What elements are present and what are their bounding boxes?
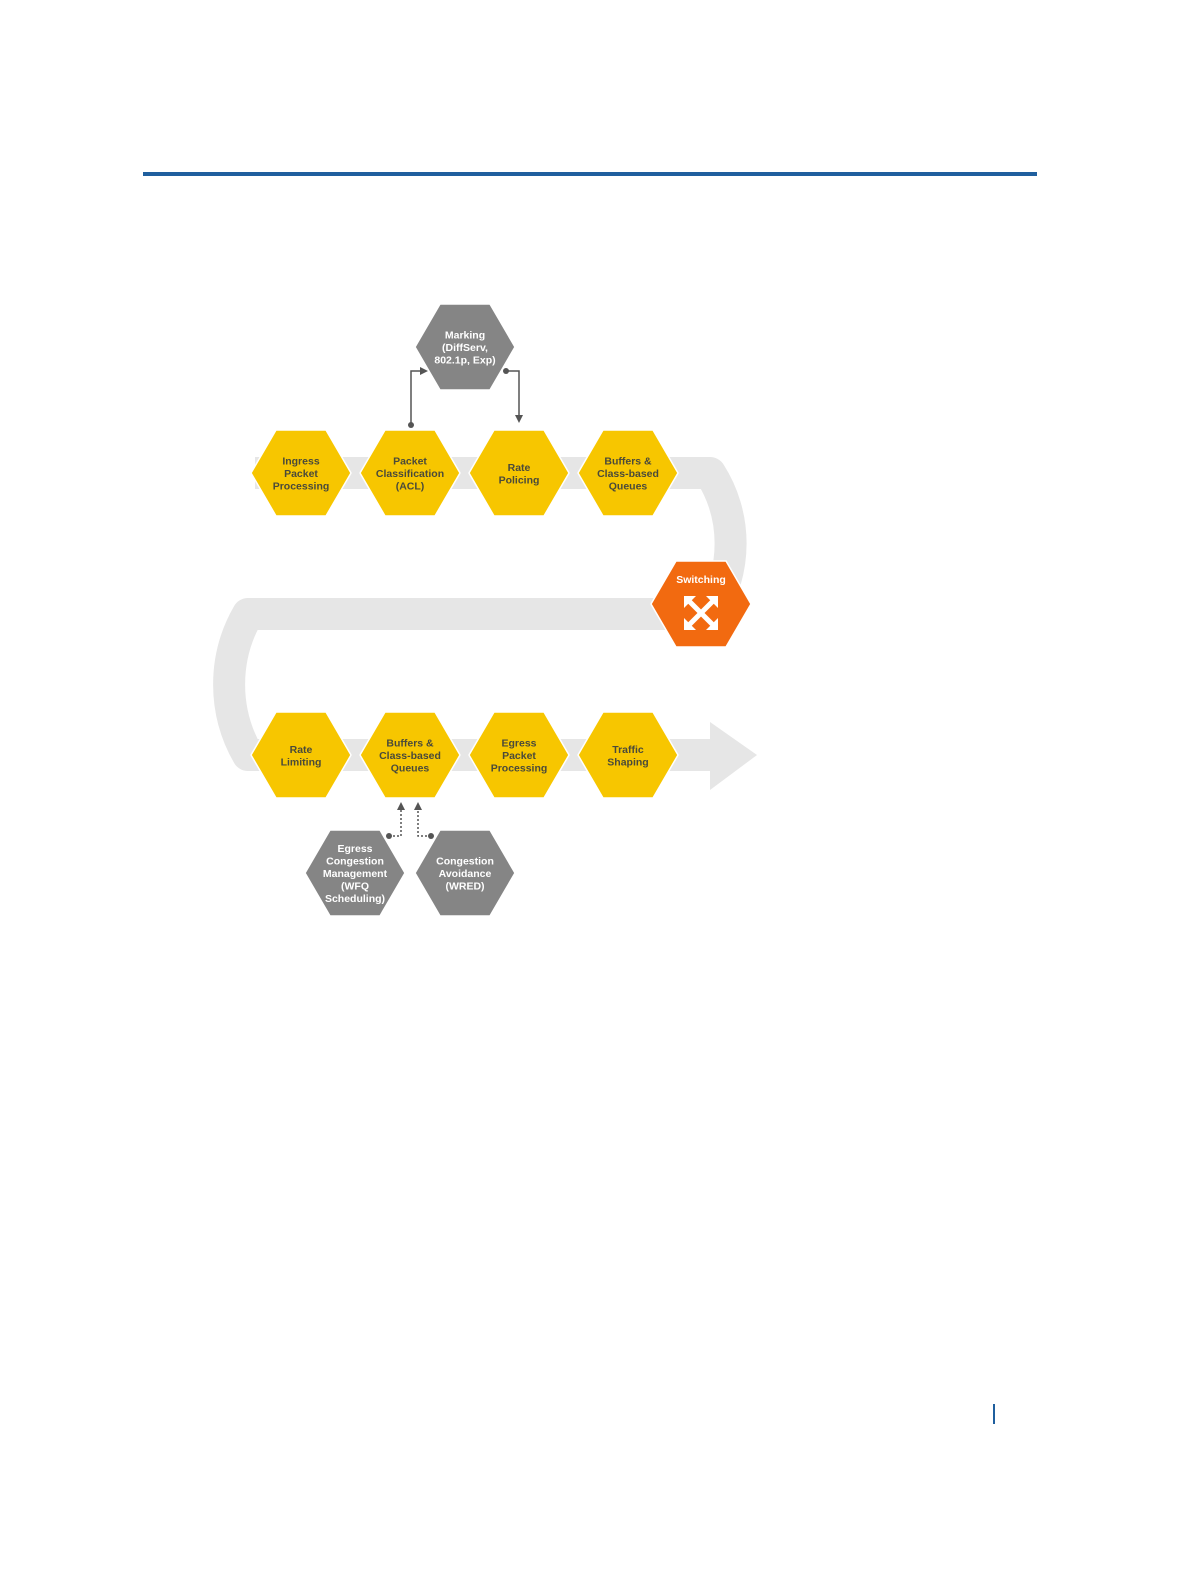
hex-label-line: Packet: [502, 750, 536, 762]
hex-label-line: Switching: [676, 574, 726, 586]
hex-label-line: Congestion: [436, 856, 494, 868]
hex-label-line: Packet: [284, 468, 318, 480]
hex-label-line: Egress: [337, 843, 372, 855]
hex-label-line: Rate: [290, 744, 313, 756]
hex-label-line: Scheduling): [325, 893, 385, 905]
hex-node-marking: Marking(DiffServ,802.1p, Exp): [415, 304, 515, 390]
hex-label-line: Limiting: [281, 756, 322, 768]
hex-label-line: Classification: [376, 468, 444, 480]
hex-label-line: (ACL): [396, 481, 425, 493]
hex-label-line: Shaping: [607, 756, 648, 768]
hex-label-line: Marking: [445, 330, 485, 342]
hex-label-line: Management: [323, 868, 388, 880]
hex-label-line: (WRED): [445, 881, 484, 893]
hex-label-line: Buffers &: [604, 456, 652, 468]
hex-label-line: Policing: [499, 474, 540, 486]
hex-label-line: Class-based: [597, 468, 659, 480]
hex-label-line: Traffic: [612, 744, 644, 756]
hex-label-line: Queues: [391, 763, 430, 775]
hex-node-egress-congestion-management: EgressCongestionManagement(WFQScheduling…: [305, 830, 405, 916]
hex-label-line: Packet: [393, 456, 427, 468]
hex-label-line: Rate: [508, 462, 531, 474]
hex-label-line: Avoidance: [439, 868, 492, 880]
connector-marking-to-policing: [506, 371, 519, 419]
hex-label-line: (WFQ: [341, 881, 369, 893]
connector-classification-to-marking: [411, 371, 424, 425]
hex-label-line: (DiffServ,: [442, 342, 488, 354]
hex-label-line: Ingress: [282, 456, 320, 468]
hex-label-line: Buffers &: [386, 738, 434, 750]
hex-label-line: Processing: [491, 763, 548, 775]
connector-wred-to-buffers: [418, 806, 431, 836]
hex-label-line: Class-based: [379, 750, 441, 762]
hex-label-line: Queues: [609, 481, 648, 493]
hex-label-line: Congestion: [326, 856, 384, 868]
flow-track-arrowhead: [710, 722, 757, 790]
hex-label-line: 802.1p, Exp): [434, 355, 495, 367]
connector-wfq-to-buffers: [389, 806, 401, 836]
hex-label-line: Processing: [273, 481, 330, 493]
hex-label-line: Egress: [501, 738, 536, 750]
